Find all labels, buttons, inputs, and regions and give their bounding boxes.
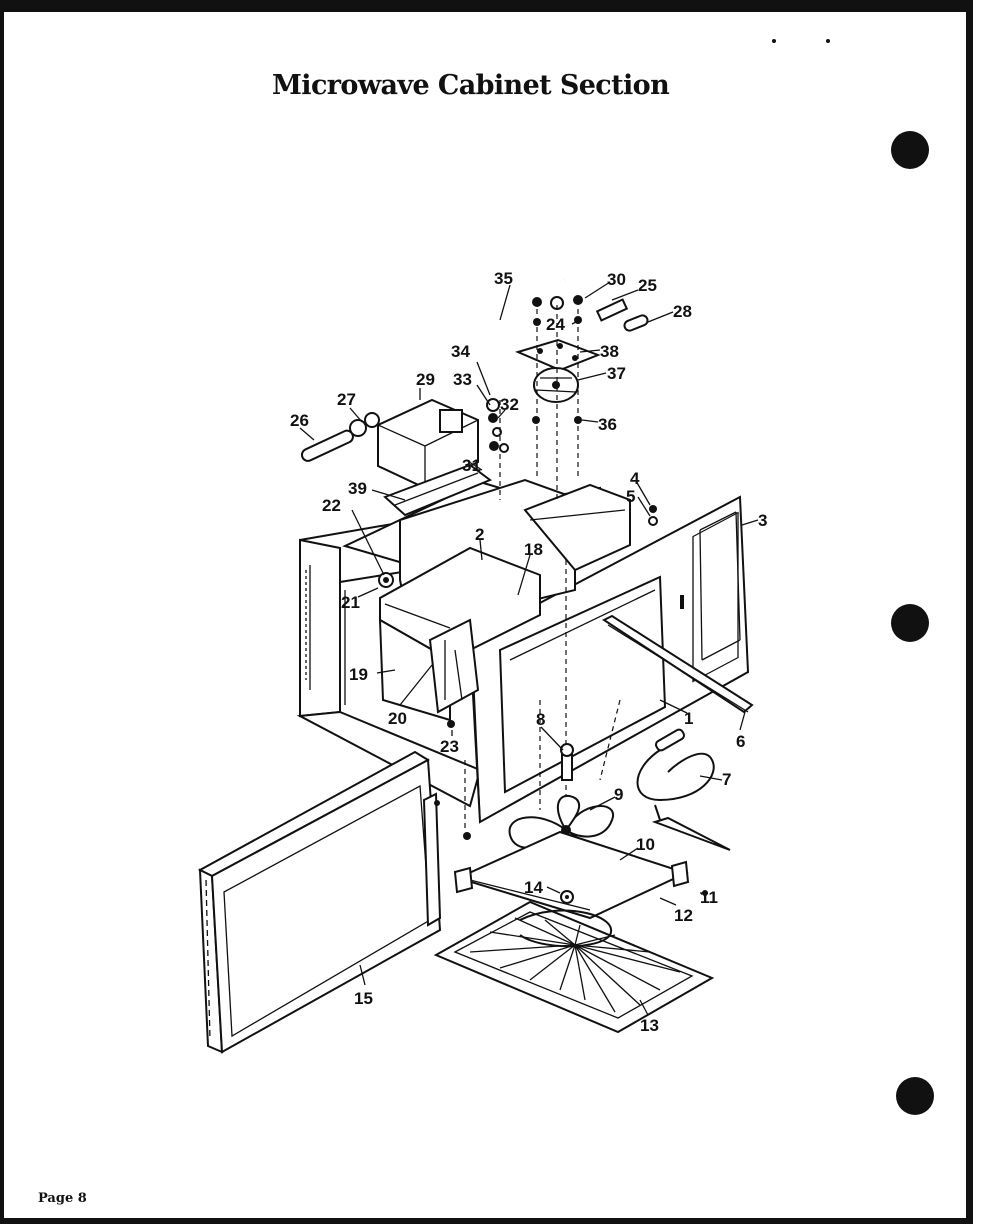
assembly-guide-lines [464, 300, 621, 830]
callout-25: 25 [638, 276, 657, 295]
callout-24: 24 [546, 315, 565, 334]
fan-motor-assembly [300, 398, 493, 517]
page-title: Microwave Cabinet Section [272, 70, 670, 101]
callout-18: 18 [524, 540, 543, 559]
bottom-cover-plate [453, 830, 708, 920]
callout-31: 31 [462, 456, 481, 475]
callout-29: 29 [416, 370, 435, 389]
callout-21: 21 [341, 593, 360, 612]
callout-26: 26 [290, 411, 309, 430]
callout-27: 27 [337, 390, 356, 409]
callout-33: 33 [453, 370, 472, 389]
top-components [342, 478, 631, 722]
door [197, 750, 442, 1054]
callout-28: 28 [673, 302, 692, 321]
callout-8: 8 [536, 710, 545, 729]
stirrer-assembly [486, 277, 658, 526]
callout-22: 22 [322, 496, 341, 515]
callout-1: 1 [684, 709, 693, 728]
base-pan [433, 900, 715, 1034]
callout-35: 35 [494, 269, 513, 288]
callout-32: 32 [500, 395, 519, 414]
callout-23: 23 [440, 737, 459, 756]
callout-39: 39 [348, 479, 367, 498]
callout-11: 11 [700, 888, 718, 907]
callout-12: 12 [674, 906, 693, 925]
page-number: Page 8 [38, 1191, 87, 1206]
callout-37: 37 [607, 364, 626, 383]
scan-speck [826, 39, 830, 43]
callout-20: 20 [388, 709, 407, 728]
callout-9: 9 [614, 785, 623, 804]
callout-7: 7 [722, 770, 731, 789]
callout-30: 30 [607, 270, 626, 289]
callout-labels: 1 2 3 4 5 6 7 8 9 10 11 12 13 14 15 18 1… [290, 269, 767, 1035]
screws [434, 720, 471, 840]
callout-2: 2 [475, 525, 484, 544]
callout-38: 38 [600, 342, 619, 361]
binder-hole-top [891, 131, 929, 169]
callout-5: 5 [626, 487, 635, 506]
callout-19: 19 [349, 665, 368, 684]
page-edge [966, 0, 1000, 1224]
callout-36: 36 [598, 415, 617, 434]
callout-34: 34 [451, 342, 470, 361]
temperature-probe [636, 728, 731, 851]
scan-speck [772, 39, 776, 43]
callout-leader-lines [299, 281, 759, 1016]
callout-4: 4 [630, 469, 640, 488]
callout-13: 13 [640, 1016, 659, 1035]
binder-hole-bottom [896, 1077, 934, 1115]
callout-10: 10 [636, 835, 655, 854]
callout-14: 14 [524, 878, 543, 897]
callout-15: 15 [354, 989, 373, 1008]
binder-hole-middle [891, 604, 929, 642]
callout-6: 6 [736, 732, 745, 751]
callout-3: 3 [758, 511, 767, 530]
shelf-rail [601, 614, 754, 714]
